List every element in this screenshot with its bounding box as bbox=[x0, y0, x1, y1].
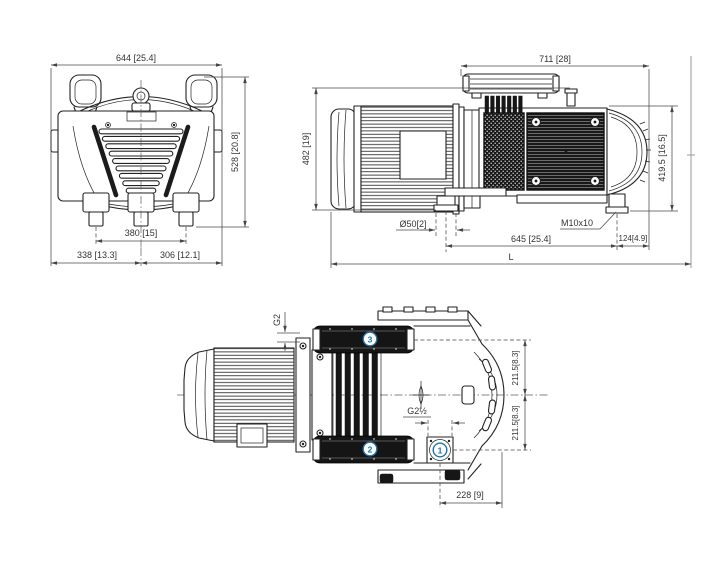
side-base-and-feet bbox=[433, 187, 629, 214]
side-end-cap bbox=[606, 108, 651, 196]
front-dim-right-of-center: 306 [12.1] bbox=[160, 250, 200, 260]
side-motor bbox=[330, 103, 465, 215]
top-label-port-g2: G2 bbox=[272, 314, 282, 326]
top-view: 3 2 1 bbox=[177, 306, 548, 508]
top-side-port bbox=[461, 385, 475, 405]
front-dimension-lines bbox=[50, 63, 249, 266]
front-pump-outline bbox=[50, 74, 223, 248]
top-dim-upper-half: 211.5[8.3] bbox=[511, 351, 520, 386]
side-perforated-panel bbox=[483, 112, 525, 191]
side-oil-plug bbox=[564, 88, 578, 107]
front-dim-overall-width: 644 [25.4] bbox=[116, 53, 156, 63]
side-dim-foot-span: 645 [25.4] bbox=[511, 234, 551, 244]
top-adapter bbox=[295, 337, 333, 453]
top-silencer-2: 2 bbox=[312, 435, 415, 464]
top-dimension-lines bbox=[277, 312, 531, 508]
top-label-port-g2half: G2½ bbox=[407, 406, 427, 416]
callout-2-circle bbox=[362, 441, 378, 457]
side-dim-total-length: L bbox=[508, 252, 513, 262]
side-corner-screws bbox=[530, 116, 601, 187]
side-dim-foot-offset: 124[4.9] bbox=[619, 234, 648, 243]
side-view: 711 [28] 482 [19] 419.5 [16.5] Ø50[2] M1… bbox=[301, 54, 695, 268]
top-silencer-3: 3 bbox=[312, 325, 415, 354]
side-right-foot bbox=[608, 193, 626, 208]
callout-3-circle bbox=[362, 331, 378, 347]
top-dim-port-offset: 228 [9] bbox=[456, 490, 484, 500]
side-intake-fins bbox=[484, 95, 523, 115]
side-dim-top-length: 711 [28] bbox=[539, 54, 571, 64]
top-terminal-box bbox=[236, 423, 268, 448]
side-silencer bbox=[462, 73, 560, 99]
top-inlet-flange-1: 1 bbox=[426, 436, 454, 464]
front-dim-left-of-center: 338 [13.3] bbox=[77, 250, 117, 260]
callout-2-number: 2 bbox=[368, 445, 373, 455]
side-left-foot bbox=[436, 195, 456, 206]
top-dim-lower-half: 211.5[8.3] bbox=[511, 406, 520, 441]
side-pump-body bbox=[478, 95, 651, 197]
top-cooling-fins bbox=[332, 350, 382, 439]
front-view: 644 [25.4] 528 [20.8] 380 [15] 338 [13.3… bbox=[50, 53, 249, 266]
top-motor bbox=[183, 347, 295, 448]
top-body-outline bbox=[377, 306, 505, 484]
side-label-thread: M10x10 bbox=[561, 218, 593, 228]
side-motor-nameplate bbox=[399, 130, 447, 180]
front-dim-overall-height: 528 [20.8] bbox=[230, 132, 240, 172]
front-nameplate bbox=[126, 111, 157, 122]
callout-1-number: 1 bbox=[438, 446, 443, 456]
front-dim-feet-span: 380 [15] bbox=[125, 228, 158, 238]
side-dimension-lines bbox=[312, 56, 695, 268]
callout-1-circle bbox=[432, 442, 448, 458]
front-eyebolt bbox=[131, 87, 151, 112]
side-dim-body-height: 419.5 [16.5] bbox=[657, 134, 667, 182]
side-dim-total-height: 482 [19] bbox=[301, 133, 311, 166]
callout-3-number: 3 bbox=[368, 335, 373, 345]
side-label-foot-diameter: Ø50[2] bbox=[399, 219, 426, 229]
